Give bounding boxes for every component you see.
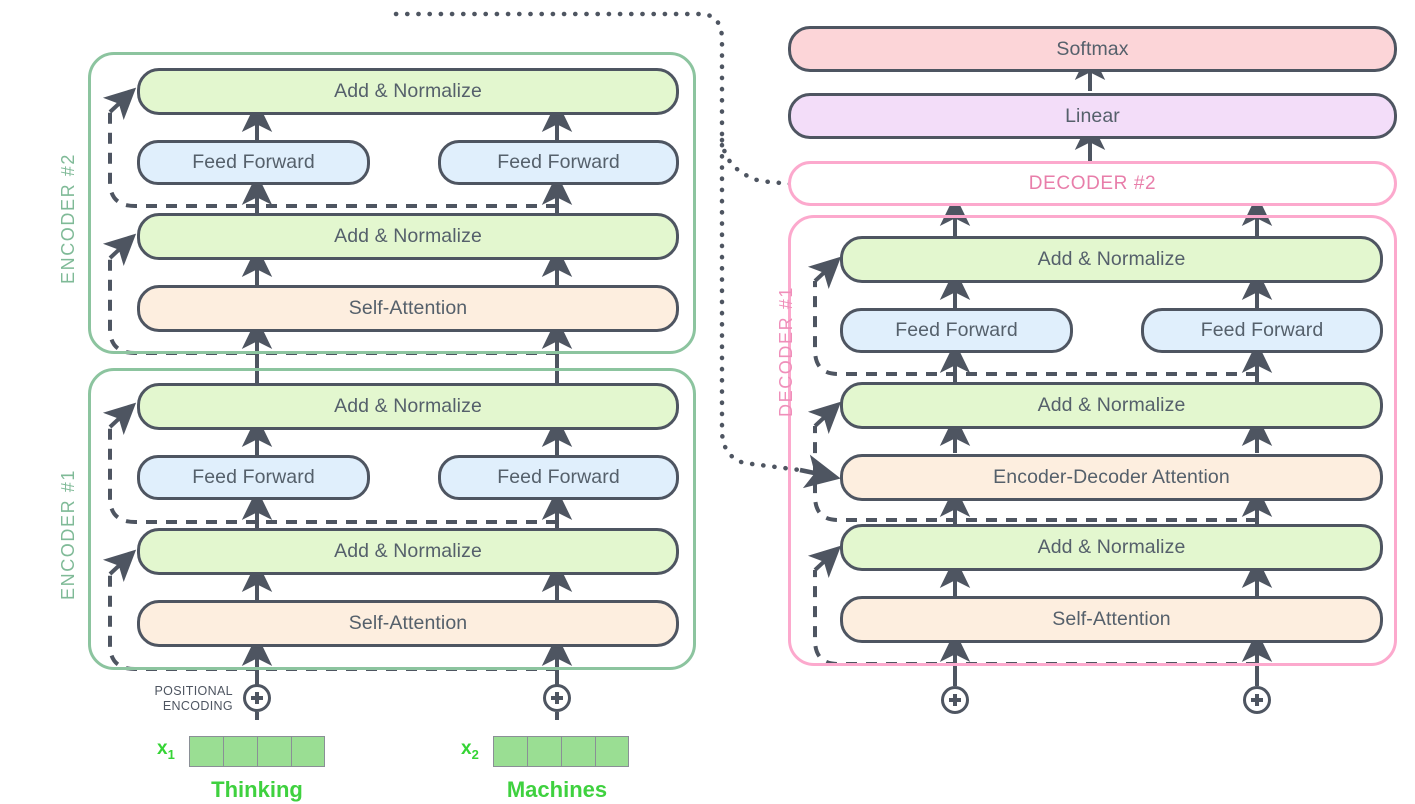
embedding-cell [223, 736, 257, 767]
decoder1-add-normalize-bottom[interactable]: Add & Normalize [840, 524, 1383, 571]
decoder-block-2-collapsed[interactable]: DECODER #2 [788, 161, 1397, 206]
embedding-label-x1: x1 [157, 738, 175, 762]
embedding-index-2: 2 [471, 746, 479, 762]
embedding-cell [189, 736, 223, 767]
decoder-block-1-label: DECODER #1 [776, 285, 796, 417]
embedding-cell [561, 736, 595, 767]
linear-block[interactable]: Linear [788, 93, 1397, 139]
embedding-cell [493, 736, 527, 767]
encoder-block-1-frame [88, 368, 696, 670]
input-word-2: Machines [506, 777, 608, 802]
decoder1-encoder-decoder-attention[interactable]: Encoder-Decoder Attention [840, 454, 1383, 501]
encoder1-feed-forward-left[interactable]: Feed Forward [137, 455, 370, 500]
embedding-vector-x2 [493, 736, 629, 767]
softmax-block[interactable]: Softmax [788, 26, 1397, 72]
encoder-block-2-frame [88, 52, 696, 354]
plus-circle-icon-encoder-token-1 [243, 684, 271, 712]
encoder1-feed-forward-right[interactable]: Feed Forward [438, 455, 679, 500]
positional-encoding-line-2: ENCODING [162, 698, 233, 713]
embedding-vector-x1 [189, 736, 325, 767]
positional-encoding-line-1: POSITIONAL [154, 684, 233, 698]
encoder1-add-normalize-bottom[interactable]: Add & Normalize [137, 528, 679, 575]
embedding-cell [595, 736, 629, 767]
embedding-label-x2: x2 [461, 738, 479, 762]
encoder-block-1-label: ENCODER #1 [58, 468, 78, 600]
positional-encoding-caption: POSITIONAL ENCODING [138, 684, 233, 713]
plus-circle-icon-encoder-token-2 [543, 684, 571, 712]
encoder-block-2-label: ENCODER #2 [58, 152, 78, 284]
decoder-block-1-frame [788, 215, 1397, 666]
decoder1-self-attention[interactable]: Self-Attention [840, 596, 1383, 643]
input-word-1: Thinking [211, 777, 303, 802]
encoder1-self-attention[interactable]: Self-Attention [137, 600, 679, 647]
embedding-index-1: 1 [167, 746, 175, 762]
encoder2-self-attention[interactable]: Self-Attention [137, 285, 679, 332]
decoder1-feed-forward-left[interactable]: Feed Forward [840, 308, 1073, 353]
decoder1-feed-forward-right[interactable]: Feed Forward [1141, 308, 1383, 353]
encoder2-feed-forward-right[interactable]: Feed Forward [438, 140, 679, 185]
encoder2-feed-forward-left[interactable]: Feed Forward [137, 140, 370, 185]
decoder1-add-normalize-middle[interactable]: Add & Normalize [840, 382, 1383, 429]
embedding-cell [291, 736, 325, 767]
encoder2-add-normalize-top[interactable]: Add & Normalize [137, 68, 679, 115]
embedding-cell [257, 736, 291, 767]
decoder1-add-normalize-top[interactable]: Add & Normalize [840, 236, 1383, 283]
plus-circle-icon-decoder-token-1 [941, 686, 969, 714]
encoder1-add-normalize-top[interactable]: Add & Normalize [137, 383, 679, 430]
embedding-cell [527, 736, 561, 767]
encoder2-add-normalize-bottom[interactable]: Add & Normalize [137, 213, 679, 260]
plus-circle-icon-decoder-token-2 [1243, 686, 1271, 714]
